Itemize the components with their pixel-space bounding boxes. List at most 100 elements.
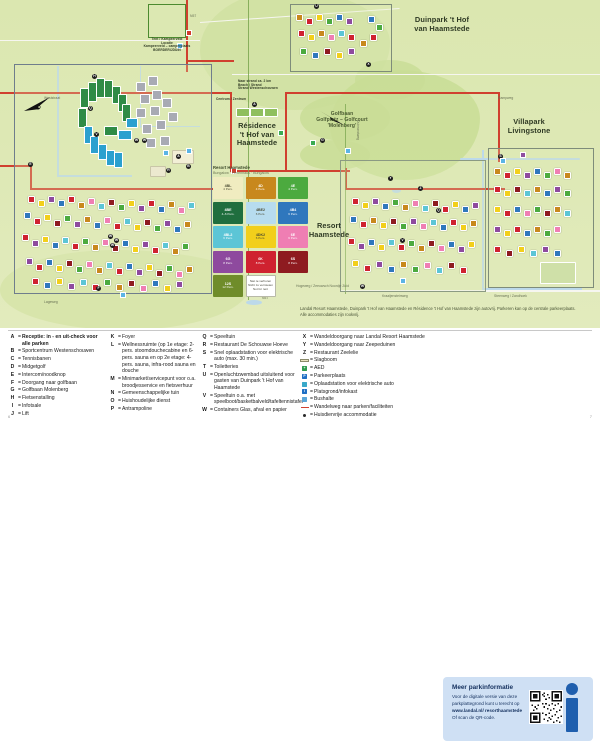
park-map[interactable]: A E H Q V W W A B R W W W F G X U Y Z V …	[0, 0, 600, 328]
legend-equals: =	[210, 407, 213, 414]
facility-marker-v[interactable]: V	[94, 132, 99, 137]
facility-marker-w[interactable]: W	[360, 284, 365, 289]
water-canal	[460, 158, 580, 161]
info-box-text-1: Voor de digitale versie van deze parkpla…	[452, 694, 520, 706]
legend-equals: =	[210, 334, 213, 340]
type-code: 6G	[225, 257, 231, 262]
facility-marker-q[interactable]: Q	[88, 106, 93, 111]
legend-equals: =	[310, 357, 313, 364]
road-label-duinrand: Duinrandweg	[356, 120, 360, 140]
legend-equals: =	[310, 341, 313, 348]
service-building	[150, 166, 166, 177]
map-disclaimer: Landal Resort Haamstede, Duinpark 't Hof…	[300, 306, 576, 318]
legend-key: C	[10, 356, 15, 363]
facility-marker-w[interactable]: W	[110, 243, 115, 248]
legend-equals: =	[18, 371, 21, 378]
map-label-tentveld: Tent / Kampeerveld Locatie Kampeerveld –…	[143, 37, 191, 53]
legend-label: Lift	[22, 410, 29, 417]
legend-item: B=Sportcentrum Westenschouwen	[8, 348, 104, 355]
legend-label: Sportcentrum Westenschouwen	[22, 348, 95, 355]
apartment-block	[136, 108, 146, 118]
info-box-url[interactable]: www.landal.nl/ resorthaamstede	[452, 707, 523, 713]
legend-item: R=Restaurant De Schouwse Hoeve	[200, 342, 296, 349]
apartment-block	[162, 98, 172, 108]
type-code: 4BL	[224, 183, 232, 188]
facility-marker-b[interactable]: B	[186, 164, 191, 169]
facility-marker-q[interactable]: Q	[436, 208, 441, 213]
legend-key: G	[10, 387, 15, 394]
water-canal	[482, 150, 484, 290]
road-main	[285, 92, 287, 172]
compass-icon	[24, 97, 50, 111]
type-capacity: 8 Pers.	[288, 260, 298, 265]
facility-marker-w[interactable]: W	[114, 238, 119, 243]
type-code: 6K	[258, 257, 263, 262]
apartment-block	[146, 138, 156, 148]
legend-item: U=Openluchtzwembad uitsluitend voor gast…	[200, 372, 296, 392]
info-box[interactable]: Meer parkinformatie Voor de digitale ver…	[443, 677, 593, 741]
woodland-patch	[0, 250, 250, 328]
map-label-duinpark: Duinpark 't Hof van Haamstede	[414, 15, 470, 33]
legend-item: =Oplaadstation voor elektrische auto	[300, 381, 430, 388]
legend-equals: =	[310, 404, 313, 411]
residence-block	[236, 108, 250, 117]
facility-marker-w[interactable]: W	[134, 138, 139, 143]
facility-marker-s[interactable]: S	[498, 154, 503, 159]
parkeerplaats-icon: P	[300, 373, 309, 380]
legend-item: N=Gemeenschappelijke tuin	[108, 390, 198, 397]
legend-column-4: X=Wandeldoorgang naar Landal Resort Haam…	[300, 334, 430, 420]
legend-key: R	[202, 341, 207, 348]
legend-equals: =	[18, 395, 21, 402]
facility-marker-x[interactable]: X	[366, 62, 371, 67]
facility-marker-u[interactable]: U	[314, 4, 319, 9]
legend-item: C=Tennisbanen	[8, 356, 104, 363]
facility-marker-r[interactable]: R	[166, 168, 171, 173]
legend-label: Intercom/noodknop	[22, 371, 66, 378]
facility-marker[interactable]: A	[252, 102, 257, 107]
lodge-block	[126, 118, 138, 128]
legend-equals: =	[118, 341, 121, 348]
facility-marker-e[interactable]: E	[28, 162, 33, 167]
facility-marker-g[interactable]: G	[320, 138, 325, 143]
facility-marker-z[interactable]: Z	[418, 186, 423, 191]
legend-item: =Bushalte	[300, 396, 430, 403]
parkeerplaats-icon	[186, 148, 192, 154]
water-pond	[246, 300, 262, 305]
facility-marker-w[interactable]: W	[108, 234, 113, 239]
legend-key: A	[10, 334, 15, 340]
facility-marker-w[interactable]: W	[142, 138, 147, 143]
legend-equals: =	[118, 390, 121, 397]
legend-key: P	[110, 406, 115, 413]
facility-marker-f[interactable]: F	[96, 286, 101, 291]
qr-code[interactable]	[529, 690, 563, 724]
map-label-residence: Résidence 't Hof van Haamstede	[236, 121, 278, 148]
legend-label: Parkeerplaats	[314, 372, 346, 379]
legend-item: K=Foyer	[108, 334, 198, 341]
huisdiervrij-icon	[300, 412, 309, 419]
facility-marker-a[interactable]: A	[176, 154, 181, 159]
aed-icon	[310, 140, 316, 146]
legend-item: Z=Restaurant Zeelelie	[300, 350, 430, 357]
legend-equals: =	[310, 380, 313, 387]
facility-marker-h[interactable]: H	[92, 74, 97, 79]
legend-label: Huishoudelijke dienst	[122, 398, 171, 405]
legend-item: i=Platsgrond/infokast	[300, 389, 430, 396]
legend-item: V=Speeltuin o.a. met speelboot/basketbal…	[200, 393, 303, 406]
legend-icon-glyph: +	[303, 365, 306, 370]
legend-equals: =	[18, 379, 21, 386]
legend-icon-shape: i	[302, 389, 307, 395]
road-secondary	[0, 40, 200, 42]
legend-equals: =	[210, 364, 213, 370]
legend-key: Z	[302, 349, 307, 356]
type-legend-note: Niet te verhuren Nicht zu vermieten Not …	[245, 275, 276, 297]
legend-label: Wandelweg naar parken/faciliteiten	[314, 404, 394, 411]
water-canal	[57, 175, 132, 177]
facility-marker-v[interactable]: V	[400, 238, 405, 243]
facility-marker-y[interactable]: Y	[388, 176, 393, 181]
legend-label: Fietsenstalling	[22, 395, 55, 402]
legend-label: Oplaadstation voor elektrische auto	[314, 380, 394, 387]
